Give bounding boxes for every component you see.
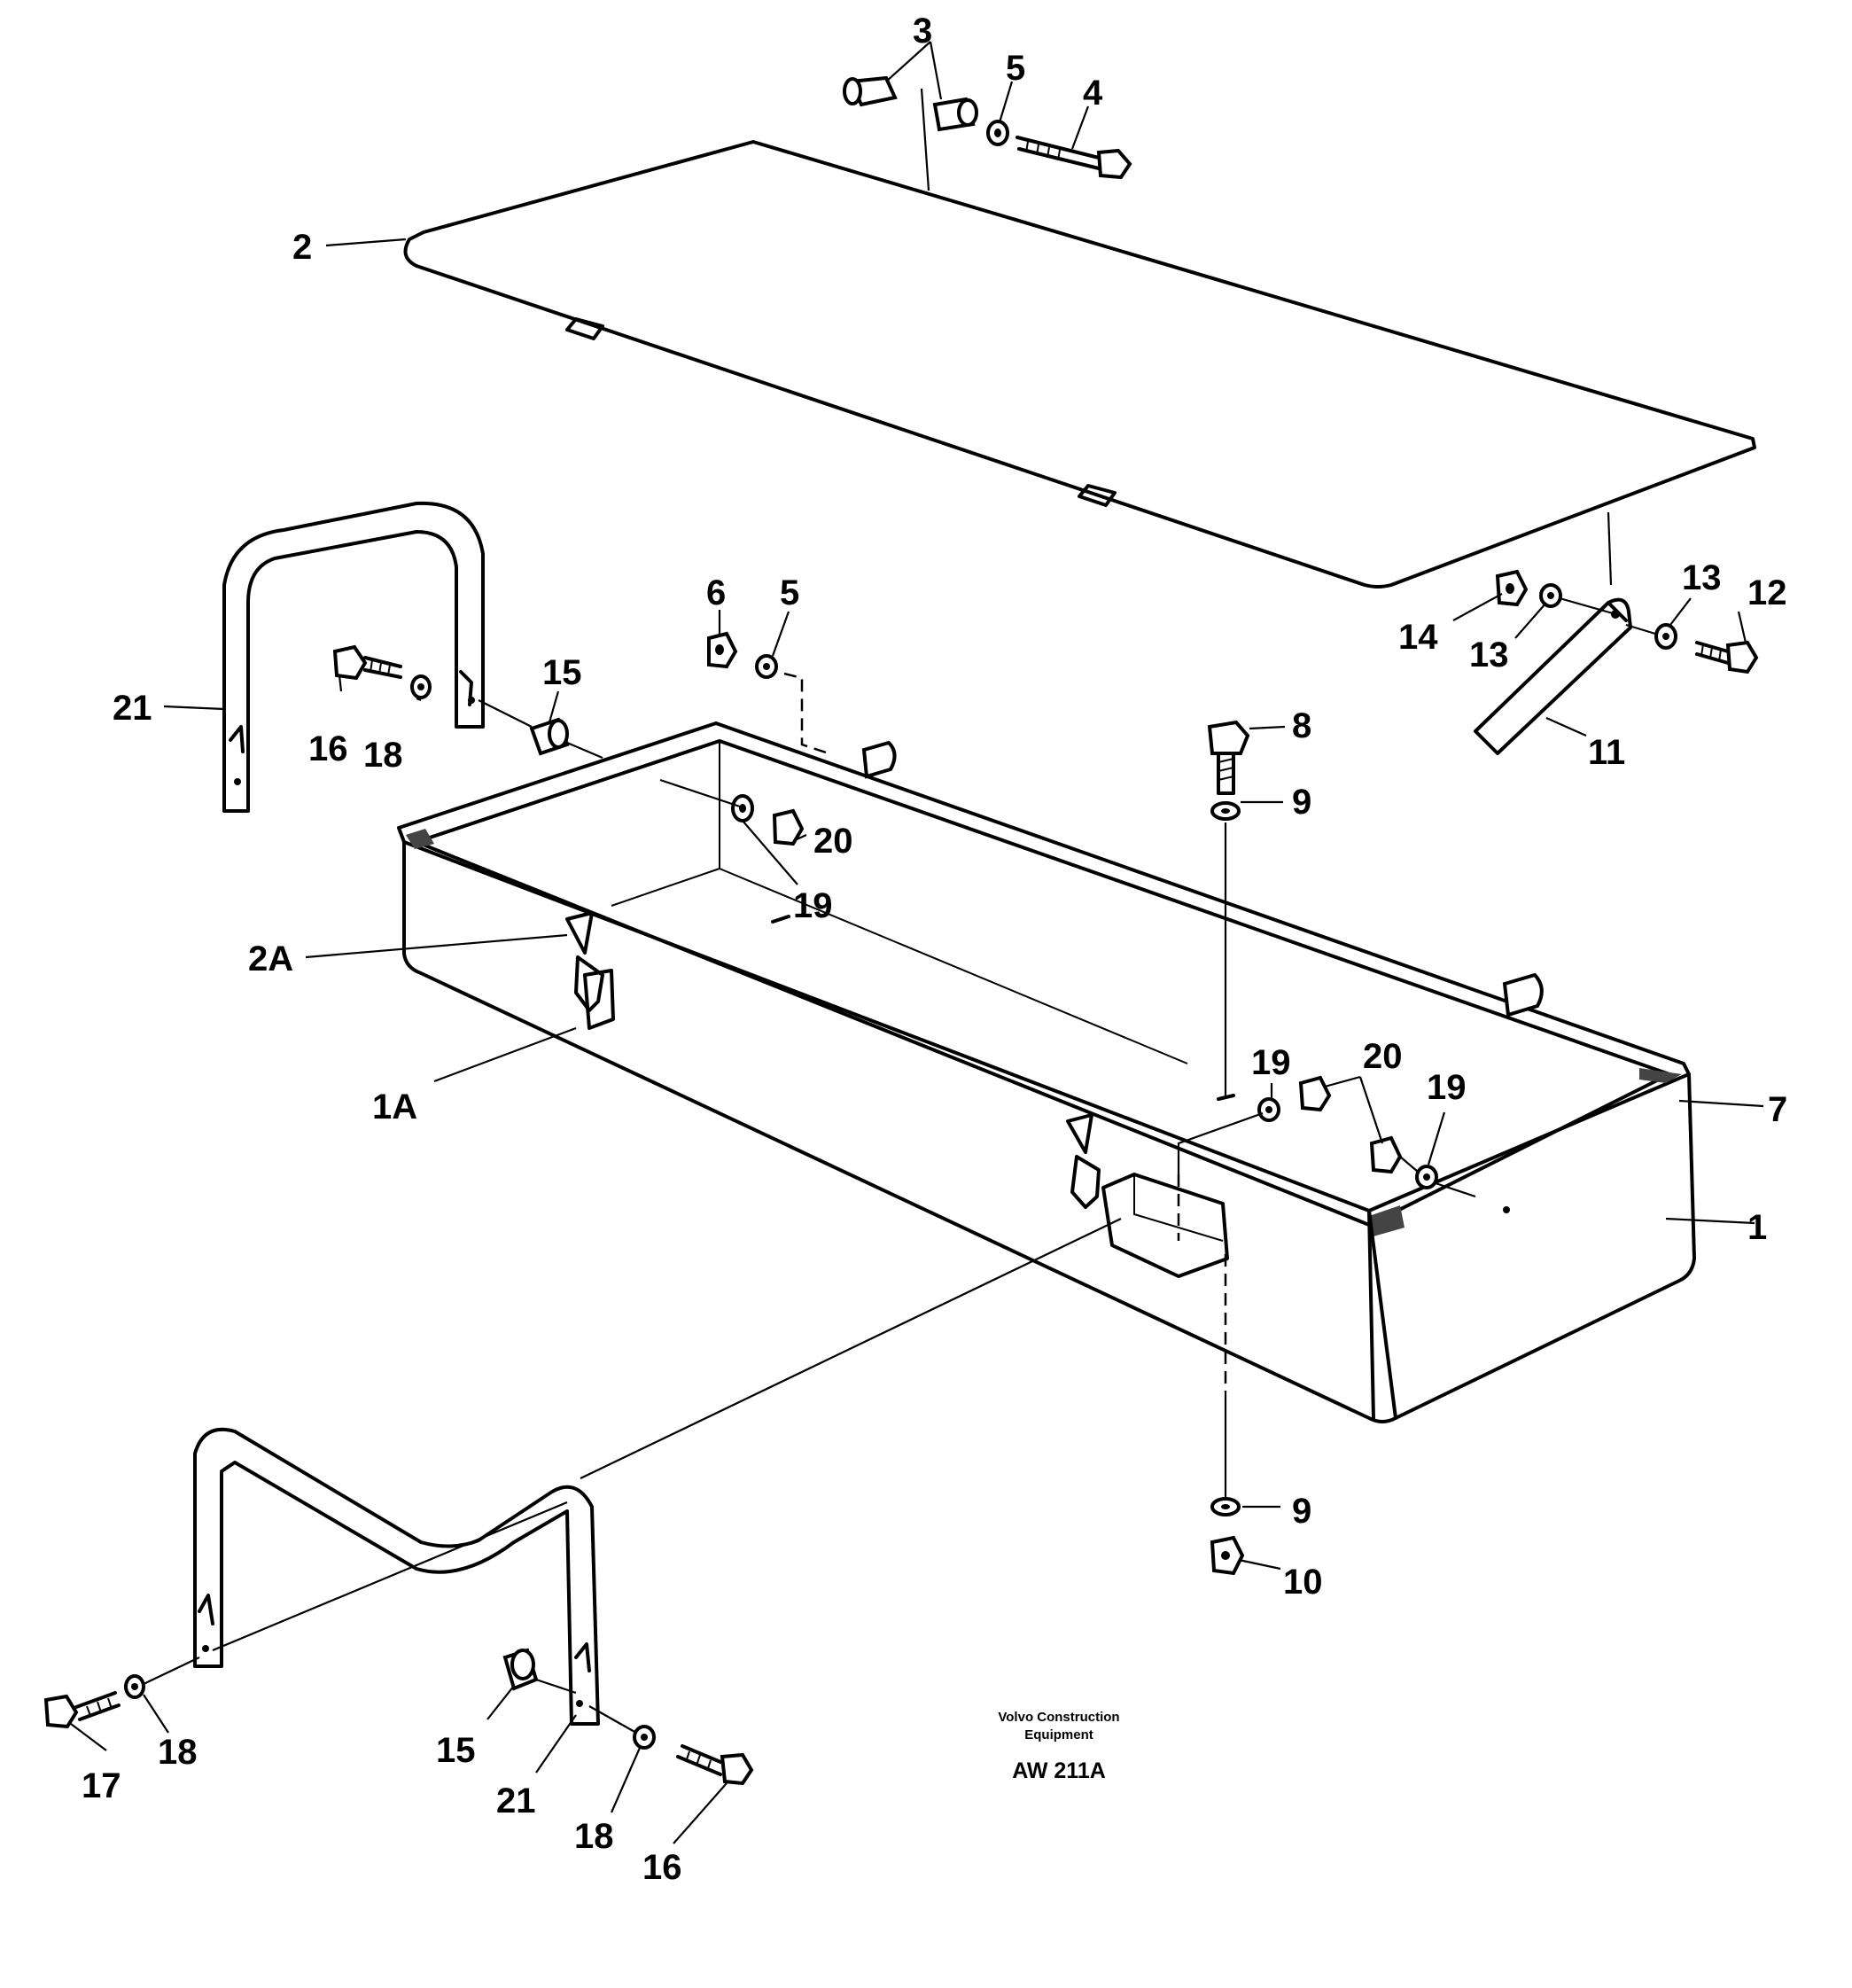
callout-3: 3 xyxy=(913,12,932,51)
washer-18-bottom-left xyxy=(124,1674,145,1699)
callout-9-top: 9 xyxy=(1292,783,1311,822)
hinge-bushing-top xyxy=(932,97,978,132)
callout-14: 14 xyxy=(1398,618,1438,657)
hinge-knuckle-left xyxy=(861,740,897,779)
lid xyxy=(403,140,1756,589)
callout-21-bottom: 21 xyxy=(496,1781,536,1820)
callout-2: 2 xyxy=(292,228,312,267)
nut-10 xyxy=(1210,1535,1245,1576)
callout-16-bottom: 16 xyxy=(642,1848,682,1887)
callout-19-right-b: 19 xyxy=(1427,1068,1467,1107)
callout-2A: 2A xyxy=(248,939,293,978)
washer-9-bottom xyxy=(1210,1497,1241,1516)
handle-bracket xyxy=(1101,1173,1229,1278)
nut-20-right-b xyxy=(1369,1135,1403,1174)
inner-washer xyxy=(731,794,754,822)
credit-line-1: Volvo Construction xyxy=(998,1710,1119,1725)
washer-18-top xyxy=(410,674,432,699)
callout-9-bottom: 9 xyxy=(1292,1492,1311,1531)
washer-13-left xyxy=(1539,583,1562,608)
callout-18-bottom-left: 18 xyxy=(158,1733,198,1772)
credit-line-2: Equipment xyxy=(1024,1727,1093,1742)
callout-18-top: 18 xyxy=(363,736,403,775)
washer-13-right xyxy=(1654,623,1677,650)
bolt-17 xyxy=(43,1691,121,1729)
callout-18-bottom-right: 18 xyxy=(574,1817,614,1856)
drawing-code: AW 211A xyxy=(1012,1758,1106,1783)
washer-top xyxy=(986,120,1009,146)
callout-13-b: 13 xyxy=(1682,558,1722,597)
washer-19-right-a xyxy=(1257,1097,1280,1122)
callout-4: 4 xyxy=(1083,74,1103,113)
callout-17: 17 xyxy=(82,1766,121,1805)
nut-20-right-a xyxy=(1298,1075,1332,1112)
inner-nut xyxy=(772,808,805,846)
bolt-top xyxy=(1015,136,1132,180)
callout-20-right: 20 xyxy=(1363,1037,1403,1076)
callout-11: 11 xyxy=(1588,733,1625,772)
washer-19-right-b xyxy=(1415,1165,1438,1189)
box xyxy=(397,721,1696,1423)
spacer-15-bottom xyxy=(502,1648,539,1691)
callout-13-a: 13 xyxy=(1469,635,1509,674)
callout-1: 1 xyxy=(1747,1208,1767,1247)
callout-6: 6 xyxy=(706,573,726,612)
hinge-knuckle-right xyxy=(1502,972,1544,1017)
washer-9-top xyxy=(1210,801,1241,821)
callout-16-top: 16 xyxy=(308,729,348,768)
callout-8: 8 xyxy=(1292,706,1311,745)
callout-15-top: 15 xyxy=(542,653,582,692)
callout-12: 12 xyxy=(1747,573,1787,612)
nut-14 xyxy=(1495,569,1529,607)
callout-5-top: 5 xyxy=(1006,49,1025,88)
callout-10: 10 xyxy=(1283,1563,1323,1602)
hinge-pin-top xyxy=(843,75,898,107)
callout-7: 7 xyxy=(1768,1090,1787,1129)
support-arm xyxy=(1474,597,1632,755)
bolt-8 xyxy=(1207,720,1250,795)
handle-rail-bottom xyxy=(193,1427,600,1726)
hinge-nut-mid xyxy=(707,631,738,669)
bolt-16-bottom xyxy=(676,1744,754,1786)
callout-1A: 1A xyxy=(372,1088,417,1127)
callout-20-top: 20 xyxy=(813,822,853,861)
latch-right xyxy=(1066,1113,1101,1209)
latch-left xyxy=(565,911,615,1030)
spacer-15-top xyxy=(529,717,570,756)
bolt-12 xyxy=(1695,640,1759,674)
washer-18-bottom-right xyxy=(633,1725,656,1750)
callout-19-right-a: 19 xyxy=(1251,1043,1291,1082)
hinge-washer-mid xyxy=(755,654,778,679)
callout-5-mid: 5 xyxy=(780,573,799,612)
callout-19-top: 19 xyxy=(793,886,833,925)
bolt-16-top xyxy=(332,644,402,681)
handle-rail-top xyxy=(222,501,485,813)
callout-21-left: 21 xyxy=(113,689,152,728)
callout-15-bottom: 15 xyxy=(436,1731,476,1770)
